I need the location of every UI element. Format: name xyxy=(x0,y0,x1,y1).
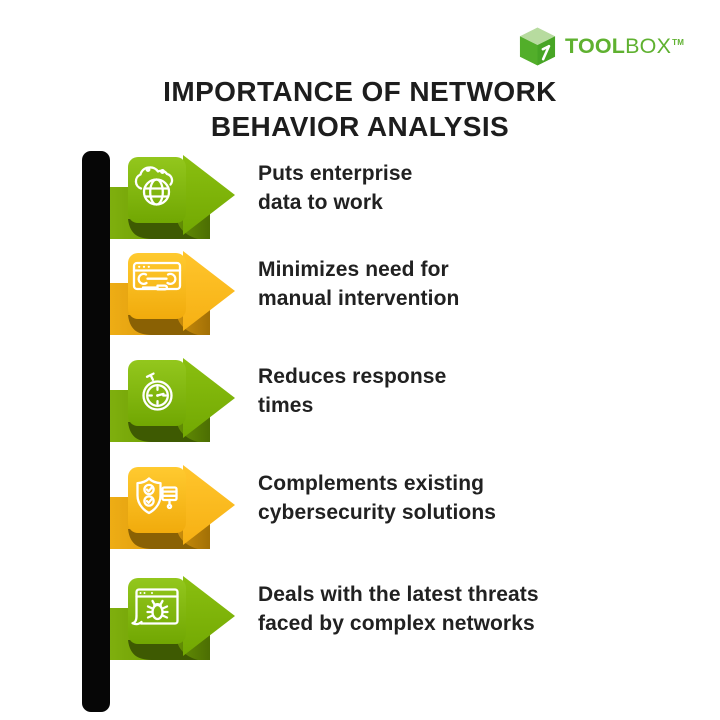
item-text-line-1: Complements existing xyxy=(258,472,485,495)
item-text-line-2: cybersecurity solutions xyxy=(258,501,497,524)
brand-bold: TOOL xyxy=(565,33,626,58)
stopwatch-icon xyxy=(142,372,173,411)
item-text-line-1: Reduces response xyxy=(258,365,447,388)
item-text-line-2: faced by complex networks xyxy=(258,612,535,635)
item-text-line-1: Minimizes need for xyxy=(258,258,449,281)
item-text-line-1: Puts enterprise xyxy=(258,162,413,185)
timeline-bar xyxy=(82,151,110,712)
malware-browser-icon xyxy=(131,588,179,626)
maintenance-tools-icon xyxy=(132,261,182,291)
item-text: Minimizes need for manual intervention xyxy=(258,255,688,313)
item-text: Reduces response times xyxy=(258,362,688,420)
item-text-line-1: Deals with the latest threats xyxy=(258,583,539,606)
cloud-globe-icon xyxy=(134,166,174,206)
trademark-symbol: TM xyxy=(672,37,685,47)
item-text-line-2: data to work xyxy=(258,191,383,214)
toolbox-cube-icon xyxy=(519,27,556,66)
brand-light: BOX xyxy=(625,33,672,58)
item-text: Deals with the latest threats faced by c… xyxy=(258,580,688,638)
item-text-line-2: times xyxy=(258,394,314,417)
item-text-line-2: manual intervention xyxy=(258,287,460,310)
item-text: Complements existing cybersecurity solut… xyxy=(258,469,688,527)
security-checklist-icon xyxy=(136,477,178,515)
page-title: IMPORTANCE OF NETWORK BEHAVIOR ANALYSIS xyxy=(0,74,720,144)
item-text: Puts enterprise data to work xyxy=(258,159,688,217)
title-line-2: BEHAVIOR ANALYSIS xyxy=(210,111,510,142)
title-line-1: IMPORTANCE OF NETWORK xyxy=(163,76,557,107)
